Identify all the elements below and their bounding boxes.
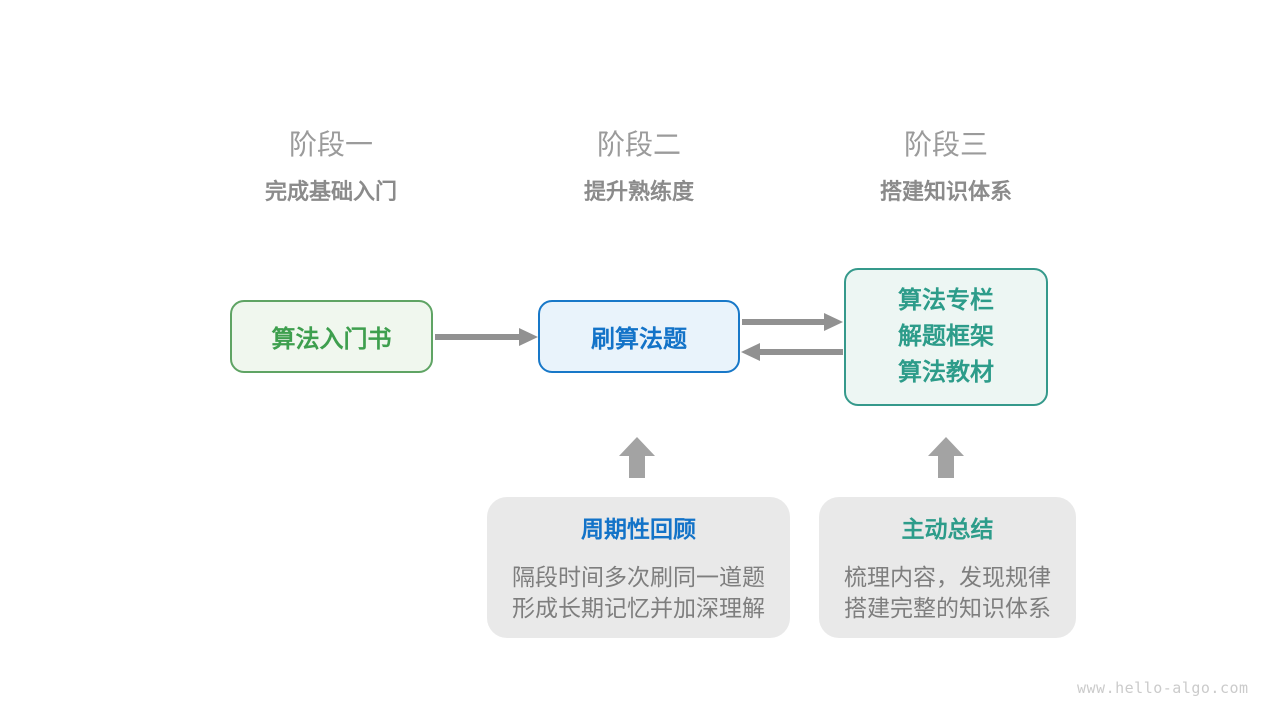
callout-body-line: 形成长期记忆并加深理解 xyxy=(512,595,765,621)
arrow-up-icon xyxy=(928,437,964,478)
node-knowledge-resources: 算法专栏 解题框架 算法教材 xyxy=(844,268,1048,406)
arrow-right-icon xyxy=(435,328,538,346)
callout-periodic-review: 周期性回顾 隔段时间多次刷同一道题 形成长期记忆并加深理解 xyxy=(487,497,790,638)
resource-line-column: 算法专栏 xyxy=(898,287,994,314)
stage-3-subtitle: 搭建知识体系 xyxy=(879,179,1012,204)
node-beginner-book-label: 算法入门书 xyxy=(271,326,392,353)
arrow-left-icon xyxy=(741,343,843,361)
callout-periodic-review-title: 周期性回顾 xyxy=(581,516,696,542)
callout-body-line: 隔段时间多次刷同一道题 xyxy=(512,564,765,590)
callout-active-summary-title: 主动总结 xyxy=(901,516,994,542)
callout-active-summary: 主动总结 梳理内容，发现规律 搭建完整的知识体系 xyxy=(819,497,1076,638)
arrow-up-icon xyxy=(619,437,655,478)
arrow-right-icon xyxy=(742,313,843,331)
node-practice-problems: 刷算法题 xyxy=(538,300,740,373)
callout-body-line: 搭建完整的知识体系 xyxy=(844,595,1051,621)
stage-1-label: 阶段一 xyxy=(288,129,373,160)
node-practice-problems-label: 刷算法题 xyxy=(591,326,687,353)
resource-line-framework: 解题框架 xyxy=(898,323,994,350)
callout-active-summary-body: 梳理内容，发现规律 搭建完整的知识体系 xyxy=(819,562,1076,624)
callout-periodic-review-body: 隔段时间多次刷同一道题 形成长期记忆并加深理解 xyxy=(487,562,790,624)
stage-2-subtitle: 提升熟练度 xyxy=(583,179,694,204)
stage-3-label: 阶段三 xyxy=(903,129,988,160)
node-beginner-book: 算法入门书 xyxy=(230,300,433,373)
stage-2-label: 阶段二 xyxy=(596,129,681,160)
stage-1-subtitle: 完成基础入门 xyxy=(264,179,397,204)
callout-body-line: 梳理内容，发现规律 xyxy=(844,564,1051,590)
watermark: www.hello-algo.com xyxy=(1077,679,1249,697)
resource-line-textbook: 算法教材 xyxy=(898,359,994,386)
